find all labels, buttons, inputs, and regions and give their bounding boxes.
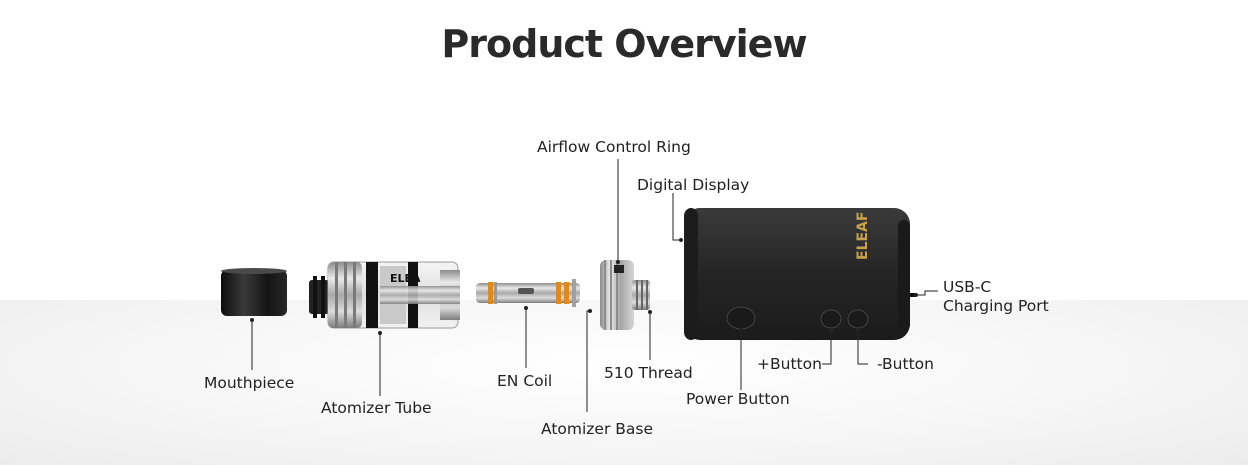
label-airflow-control-ring: Airflow Control Ring — [537, 138, 691, 156]
power-button-shape — [726, 306, 756, 330]
label-digital-display: Digital Display — [637, 176, 750, 194]
mouthpiece-part — [221, 268, 287, 316]
label-minus-button: -Button — [877, 355, 934, 373]
plus-button-shape — [820, 309, 842, 329]
label-plus-button: +Button — [757, 355, 822, 373]
en-coil-part — [476, 279, 580, 307]
atomizer-tube-part: ELEA — [309, 261, 460, 329]
mod-brand-text: ELEAF — [855, 212, 871, 260]
label-atomizer-base: Atomizer Base — [541, 420, 654, 438]
label-power-button: Power Button — [686, 390, 790, 408]
label-charging-port: Charging Port — [943, 297, 1049, 315]
mod-body-part: ELEAF — [684, 208, 915, 340]
label-510-thread: 510 Thread — [604, 364, 693, 382]
label-usb-c: USB-C — [943, 278, 992, 296]
label-mouthpiece: Mouthpiece — [204, 374, 295, 392]
atomizer-base-part — [600, 260, 650, 330]
leader-dots — [250, 238, 918, 335]
minus-button-shape — [847, 309, 869, 329]
label-en-coil: EN Coil — [497, 372, 553, 390]
label-atomizer-tube: Atomizer Tube — [321, 399, 432, 417]
page-title: Product Overview — [441, 22, 807, 66]
tank-brand-text: ELEA — [390, 272, 421, 285]
